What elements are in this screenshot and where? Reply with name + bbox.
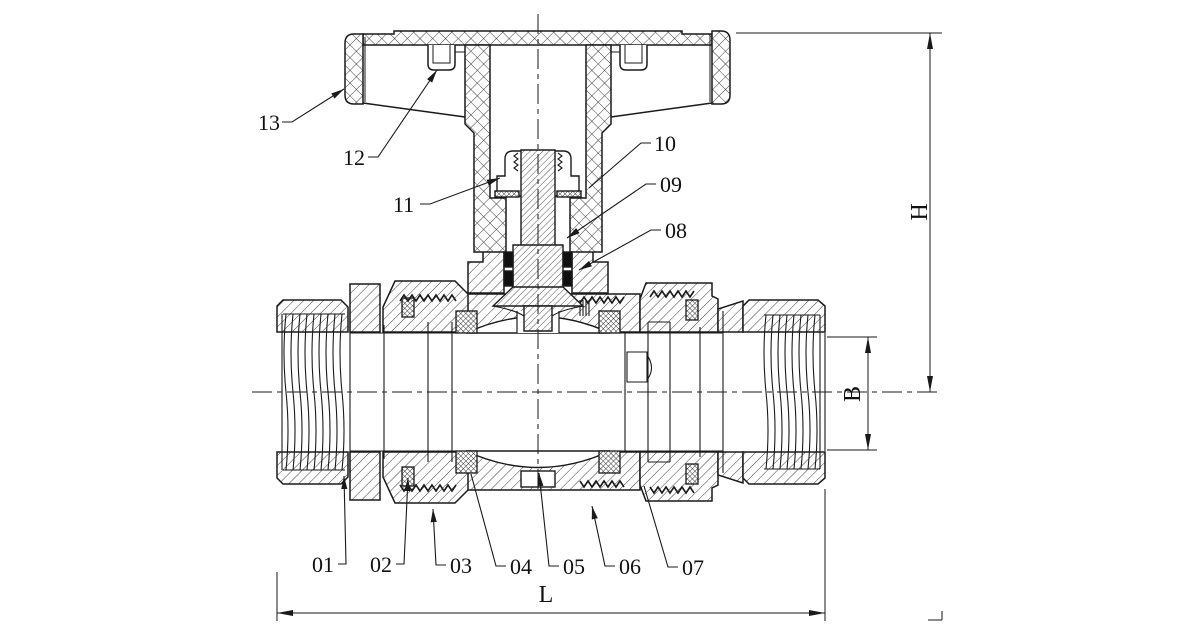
stem-slot-walls — [516, 311, 560, 333]
hex-left-top — [349, 283, 381, 333]
union-nut-left-bottom — [382, 451, 469, 504]
leader-03 — [430, 508, 446, 566]
union-nut-right-bottom — [639, 451, 719, 502]
stem-oring-left-lower — [503, 270, 514, 287]
union-seal-right-bottom — [685, 463, 699, 485]
leader-06 — [591, 505, 615, 567]
part-label-05: 05 — [563, 554, 585, 579]
serration-nut-right-bottom — [649, 485, 695, 495]
handle-underside-edges — [362, 102, 713, 118]
leader-08 — [578, 229, 661, 271]
part-label-13: 13 — [258, 110, 280, 135]
part-label-04: 04 — [510, 554, 532, 579]
union-nut-left-top — [382, 280, 469, 333]
dimensions-group — [276, 32, 943, 621]
socket-left-top — [276, 299, 349, 333]
sheet-corner-mark — [928, 611, 943, 621]
centerlines — [252, 14, 940, 494]
handle-cap-seams — [364, 34, 711, 102]
handle-lug-right-inner — [624, 45, 643, 64]
ball-seat-left-bottom — [455, 450, 478, 474]
part-label-02: 02 — [370, 552, 392, 577]
part-label-07: 07 — [682, 555, 704, 580]
part-label-08: 08 — [665, 218, 687, 243]
shoulder-right-bottom — [717, 451, 744, 485]
stem-oring-right-lower — [562, 270, 573, 287]
hex-left-bottom — [349, 451, 381, 501]
handle-cap-left — [344, 33, 364, 105]
leader-04 — [470, 473, 506, 567]
serration-body-right-top — [579, 295, 625, 305]
leader-12 — [368, 69, 438, 158]
valve-body-group — [276, 249, 826, 504]
leader-lines — [282, 69, 678, 568]
stem-oring-right-upper — [562, 251, 573, 268]
seals-group — [401, 297, 699, 487]
leader-10 — [588, 142, 651, 189]
seat-contact-lines — [579, 300, 590, 316]
part-label-06: 06 — [619, 554, 641, 579]
part-label-12: 12 — [343, 145, 365, 170]
union-seal-right-top — [685, 299, 699, 321]
stem-tang — [523, 305, 553, 332]
shoulder-right-top — [717, 299, 744, 333]
leader-05 — [537, 472, 559, 567]
ball-bottom-arc — [465, 450, 611, 469]
gland-washer-left — [494, 190, 520, 198]
part-label-03: 03 — [450, 553, 472, 578]
union-nut-right-top — [639, 282, 719, 333]
handle-cap-right — [711, 30, 731, 105]
part-label-09: 09 — [660, 172, 682, 197]
stem-oring-left-upper — [503, 251, 514, 268]
dim-label-height: H — [907, 203, 933, 220]
union-seal-left-top — [401, 297, 415, 318]
ball-seat-left-top — [455, 310, 478, 334]
stem-flare-curves — [492, 305, 584, 317]
tailpiece-detent — [626, 351, 653, 383]
handle-lug-right — [619, 45, 648, 71]
ball-seat-right-top — [598, 310, 621, 334]
dim-label-bore: B — [840, 386, 866, 402]
handle-lug-left-inner — [432, 45, 451, 64]
serration-joints — [399, 289, 695, 495]
socket-left-bottom — [276, 451, 349, 485]
stem-thread-marks — [513, 152, 563, 172]
part-label-11: 11 — [393, 192, 414, 217]
socket-right-bottom — [742, 451, 826, 485]
part-label-10: 10 — [654, 131, 676, 156]
gland-washer-right — [556, 190, 582, 198]
leader-09 — [566, 183, 656, 239]
serration-left-top — [399, 293, 457, 303]
labels-group: 13 12 11 10 09 08 01 02 03 04 05 06 07 L… — [258, 110, 933, 608]
leader-11 — [420, 177, 501, 205]
part-label-01: 01 — [312, 552, 334, 577]
leader-13 — [282, 88, 345, 123]
socket-right-top — [742, 299, 826, 333]
serration-nut-right-top — [649, 289, 695, 299]
serration-body-right-bottom — [579, 479, 625, 489]
handle-lug-left — [427, 45, 456, 71]
leader-07 — [643, 485, 678, 568]
ball-seat-right-bottom — [598, 450, 621, 474]
dim-label-length: L — [539, 582, 554, 608]
leader-01 — [338, 475, 348, 565]
leader-02 — [396, 477, 411, 565]
